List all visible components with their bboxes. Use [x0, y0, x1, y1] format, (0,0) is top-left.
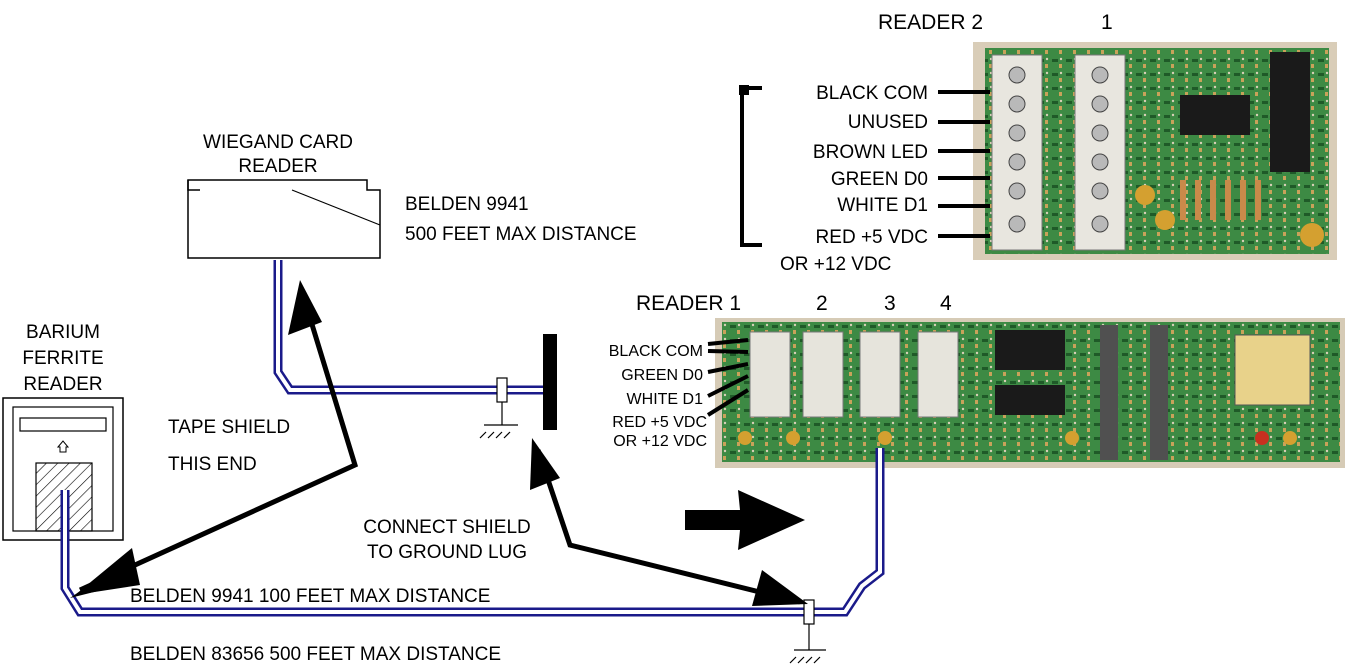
- belden-500-text: BELDEN 83656 500 FEET MAX DISTANCE: [130, 644, 501, 665]
- bottom-board-image: [715, 318, 1345, 468]
- top-bracket: [740, 86, 762, 247]
- bottom-label-4: 4: [940, 292, 952, 315]
- bottom-label-3: 3: [884, 292, 896, 315]
- wiegand-reader-shape: [187, 179, 381, 259]
- arrow-right: [685, 490, 805, 550]
- bottom-pin-leaders: [706, 338, 750, 417]
- arrow-tape-shield: [70, 280, 359, 598]
- bottom-label-2: 2: [816, 292, 828, 315]
- connect-shield-text: CONNECT SHIELD: [363, 517, 531, 538]
- top-pin-brown: BROWN LED: [813, 142, 928, 163]
- belden-100-text: BELDEN 9941 100 FEET MAX DISTANCE: [130, 586, 490, 607]
- ground-lug-text: TO GROUND LUG: [367, 542, 527, 563]
- ground-lug-bar: [543, 334, 557, 430]
- wiegand-title-2: READER: [238, 156, 317, 177]
- bottom-pin-red-alt: OR +12 VDC: [613, 433, 707, 450]
- top-board-image: [973, 42, 1337, 260]
- this-end-text: THIS END: [168, 454, 257, 475]
- top-pin-green: GREEN D0: [831, 169, 928, 190]
- top-pin-red: RED +5 VDC: [816, 227, 928, 248]
- top-pin-black: BLACK COM: [816, 83, 928, 104]
- top-pin-leaders: [938, 90, 990, 238]
- bottom-pin-white: WHITE D1: [627, 391, 704, 408]
- wiegand-title-1: WIEGAND CARD: [203, 132, 353, 153]
- bottom-pin-red: RED +5 VDC: [612, 414, 707, 431]
- reader2-title: READER 2: [878, 11, 983, 34]
- top-pin-red-alt: OR +12 VDC: [780, 254, 891, 275]
- reader2-number: 1: [1101, 11, 1113, 34]
- bottom-pin-black: BLACK COM: [609, 343, 703, 360]
- wiegand-cable-1: BELDEN 9941: [405, 194, 529, 215]
- tape-shield-text: TAPE SHIELD: [168, 417, 290, 438]
- barium-title-1: BARIUM: [26, 322, 100, 343]
- top-pin-unused: UNUSED: [848, 112, 928, 133]
- barium-title-3: READER: [23, 374, 102, 395]
- ground-symbol-1: [479, 377, 518, 439]
- cables: [60, 260, 885, 617]
- bottom-pin-green: GREEN D0: [621, 367, 703, 384]
- arrow-connect-shield: [530, 438, 808, 606]
- ground-symbol-2: [789, 599, 826, 664]
- bottom-label-reader1: READER 1: [636, 292, 741, 315]
- top-pin-white: WHITE D1: [837, 195, 928, 216]
- top-bracket-cap: [739, 85, 749, 95]
- barium-title-2: FERRITE: [22, 348, 103, 369]
- wiegand-cable-2: 500 FEET MAX DISTANCE: [405, 224, 637, 245]
